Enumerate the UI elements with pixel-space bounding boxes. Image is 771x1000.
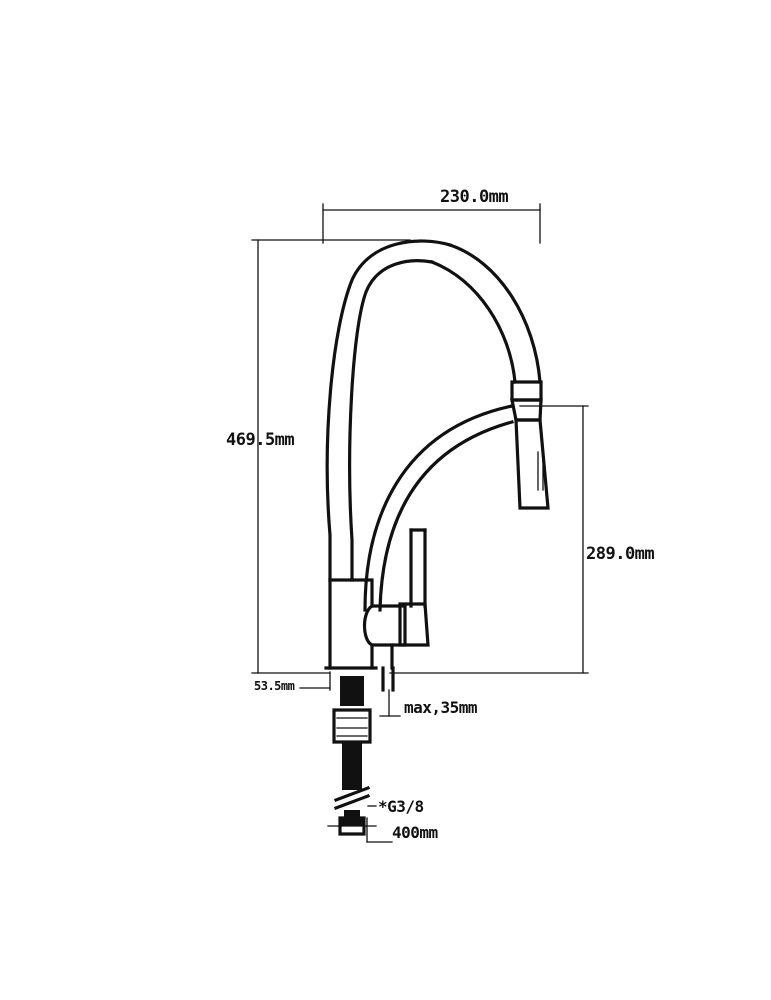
- max-thickness-label: max,35mm: [404, 698, 478, 717]
- base-offset-dimension: 53.5mm: [254, 671, 331, 693]
- spout-height-label: 289.0mm: [586, 544, 654, 564]
- hose-length-label: 400mm: [392, 823, 439, 842]
- max-thickness-dimension: max,35mm: [379, 689, 478, 717]
- thread-dimension: *G3/8: [367, 797, 424, 816]
- height-label: 469.5mm: [226, 430, 294, 450]
- threaded-shank: [327, 676, 377, 836]
- base-offset-label: 53.5mm: [254, 679, 295, 693]
- width-label: 230.0mm: [440, 187, 508, 207]
- hose-length-dimension: 400mm: [366, 817, 439, 843]
- faucet-body: [324, 239, 550, 692]
- spout-height-dimension: 289.0mm: [389, 405, 655, 674]
- height-dimension: 469.5mm: [226, 239, 411, 674]
- width-dimension: 230.0mm: [322, 187, 541, 244]
- thread-label: *G3/8: [378, 797, 424, 816]
